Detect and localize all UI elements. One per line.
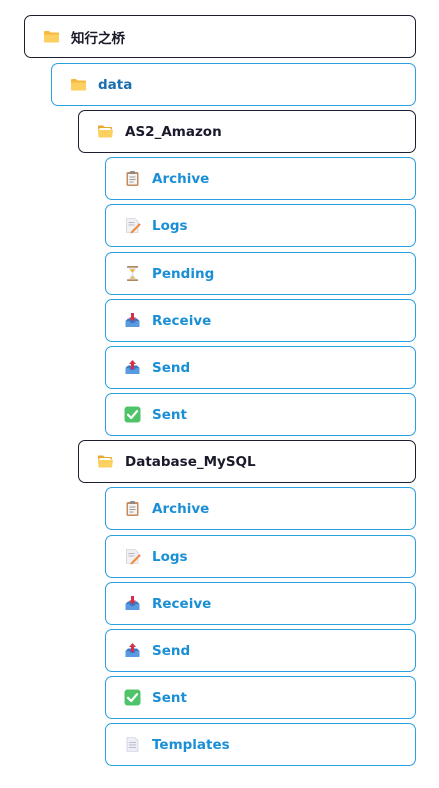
outbox-tray-icon	[124, 642, 141, 659]
tree-node-database-mysql[interactable]: Database_MySQL	[78, 440, 416, 483]
inbox-tray-icon	[124, 312, 141, 329]
check-mark-icon	[124, 406, 141, 423]
tree-node-label: Send	[152, 359, 191, 376]
tree-node-as2-send[interactable]: Send	[105, 346, 416, 389]
tree-node-label: Archive	[152, 500, 210, 517]
folder-icon	[43, 28, 60, 45]
check-mark-icon	[124, 689, 141, 706]
tree-node-as2-pending[interactable]: Pending	[105, 252, 416, 295]
tree-node-mysql-archive[interactable]: Archive	[105, 487, 416, 530]
tree-node-label: data	[98, 76, 133, 93]
tree-node-data[interactable]: data	[51, 63, 416, 106]
tree-node-root[interactable]: 知行之桥	[24, 15, 416, 58]
inbox-tray-icon	[124, 595, 141, 612]
tree-node-label: Database_MySQL	[125, 453, 256, 470]
clipboard-icon	[124, 170, 141, 187]
memo-icon	[124, 217, 141, 234]
tree-node-label: Sent	[152, 406, 187, 423]
tree-node-as2-amazon[interactable]: AS2_Amazon	[78, 110, 416, 153]
tree-node-label: Logs	[152, 548, 188, 565]
tree-node-label: Logs	[152, 217, 188, 234]
tree-node-label: Sent	[152, 689, 187, 706]
tree-node-label: Receive	[152, 595, 212, 612]
tree-node-mysql-send[interactable]: Send	[105, 629, 416, 672]
open-folder-icon	[97, 123, 114, 140]
page-icon	[124, 736, 141, 753]
tree-node-as2-archive[interactable]: Archive	[105, 157, 416, 200]
tree-node-label: 知行之桥	[71, 30, 125, 47]
tree-node-label: Pending	[152, 265, 215, 282]
tree-node-as2-sent[interactable]: Sent	[105, 393, 416, 436]
clipboard-icon	[124, 500, 141, 517]
tree-node-label: Receive	[152, 312, 212, 329]
tree-node-mysql-logs[interactable]: Logs	[105, 535, 416, 578]
tree-node-label: Archive	[152, 170, 210, 187]
tree-node-label: AS2_Amazon	[125, 123, 222, 140]
tree-node-label: Send	[152, 642, 191, 659]
tree-node-as2-logs[interactable]: Logs	[105, 204, 416, 247]
memo-icon	[124, 548, 141, 565]
tree-node-mysql-templates[interactable]: Templates	[105, 723, 416, 766]
tree-node-as2-receive[interactable]: Receive	[105, 299, 416, 342]
tree-node-mysql-sent[interactable]: Sent	[105, 676, 416, 719]
folder-icon	[70, 76, 87, 93]
open-folder-icon	[97, 453, 114, 470]
tree-node-mysql-receive[interactable]: Receive	[105, 582, 416, 625]
hourglass-icon	[124, 265, 141, 282]
tree-node-label: Templates	[152, 736, 230, 753]
outbox-tray-icon	[124, 359, 141, 376]
